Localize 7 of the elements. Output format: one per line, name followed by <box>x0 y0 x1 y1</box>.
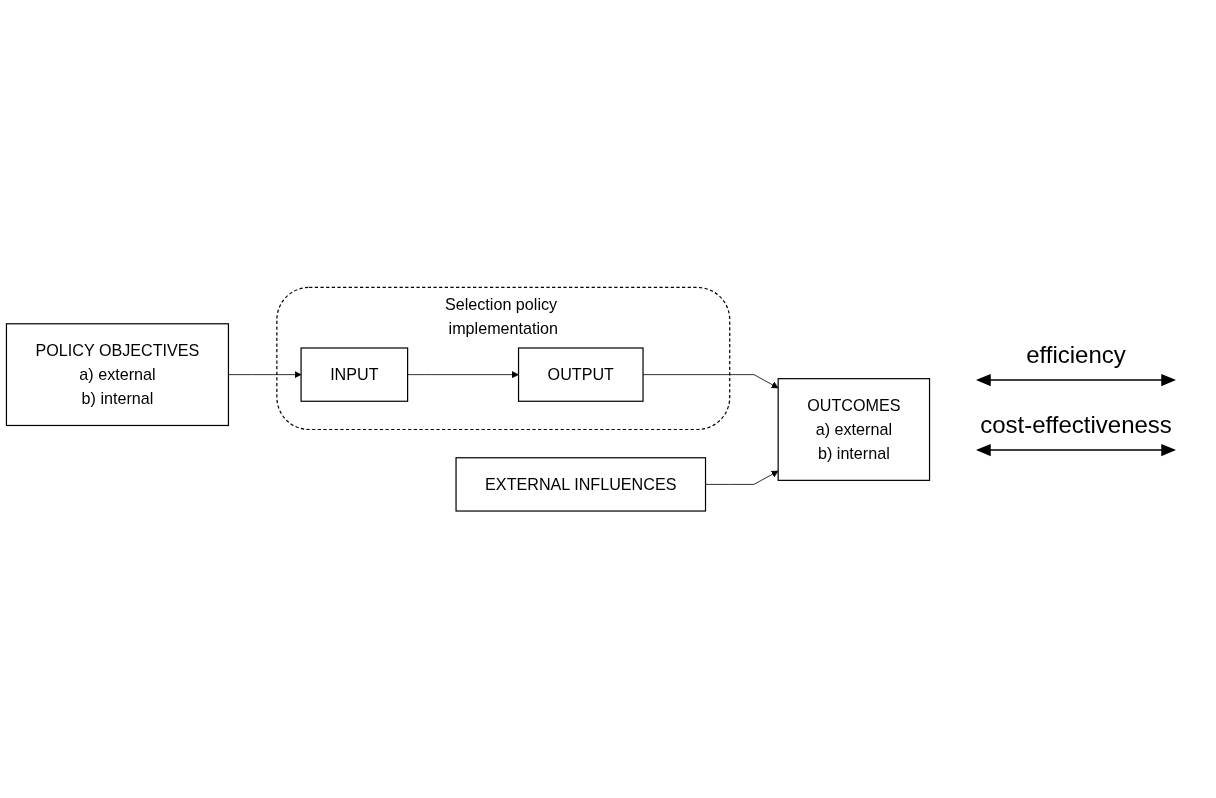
node-box: EXTERNAL INFLUENCES <box>455 456 707 512</box>
node-box: OUTCOMES a) external b) internal <box>777 377 931 481</box>
measure-label: efficiency <box>1025 341 1127 369</box>
node-box: OUTPUT <box>517 347 644 402</box>
node-box: POLICY OBJECTIVES a) external b) internal <box>5 322 230 426</box>
node-box: INPUT <box>300 347 409 402</box>
measure-label: cost-effectiveness <box>979 411 1173 439</box>
